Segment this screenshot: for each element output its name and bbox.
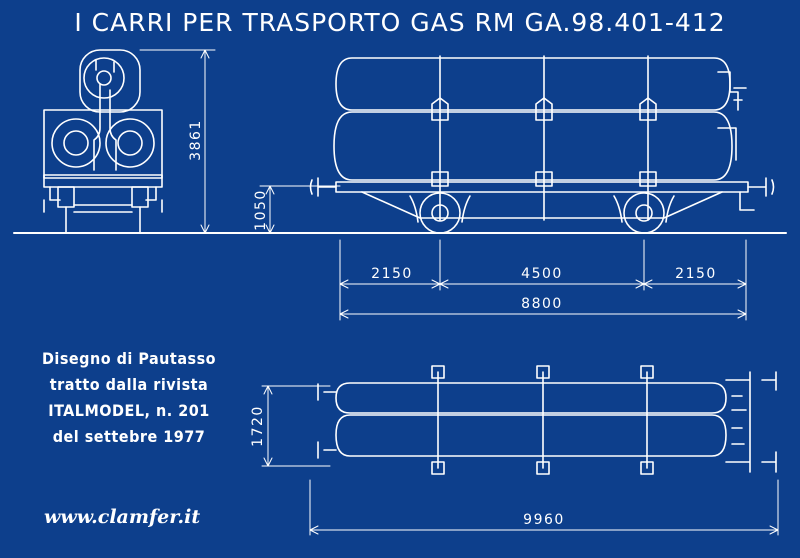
credit-line: tratto dalla rivista bbox=[49, 375, 209, 394]
length-dimension-lines bbox=[339, 239, 747, 321]
dim-label-frame-length: 8800 bbox=[521, 296, 563, 312]
credit-line: Disegno di Pautasso bbox=[41, 349, 217, 368]
dim-label-overhang-right: 2150 bbox=[675, 266, 717, 282]
height-dimension-lines bbox=[139, 49, 341, 234]
dim-label-buffer-height: 1050 bbox=[253, 189, 269, 231]
end-view bbox=[43, 49, 163, 234]
drawing-credit: Disegno di Pautasso tratto dalla rivista… bbox=[14, 346, 244, 450]
dim-label-wheelbase: 4500 bbox=[521, 266, 563, 282]
website-watermark: www.clamfer.it bbox=[44, 506, 201, 528]
width-and-overall-dimension-lines bbox=[261, 385, 779, 536]
dim-label-width: 1720 bbox=[250, 405, 266, 447]
credit-line: ITALMODEL, n. 201 bbox=[48, 401, 210, 420]
credit-line: del settebre 1977 bbox=[52, 427, 206, 446]
drawing-title: I CARRI PER TRASPORTO GAS RM GA.98.401-4… bbox=[74, 8, 726, 37]
side-view bbox=[309, 55, 775, 234]
dim-label-overhang-left: 2150 bbox=[371, 266, 413, 282]
top-view bbox=[317, 365, 777, 475]
dim-label-total-height: 3861 bbox=[188, 119, 204, 161]
dim-label-overall-length: 9960 bbox=[523, 512, 565, 528]
